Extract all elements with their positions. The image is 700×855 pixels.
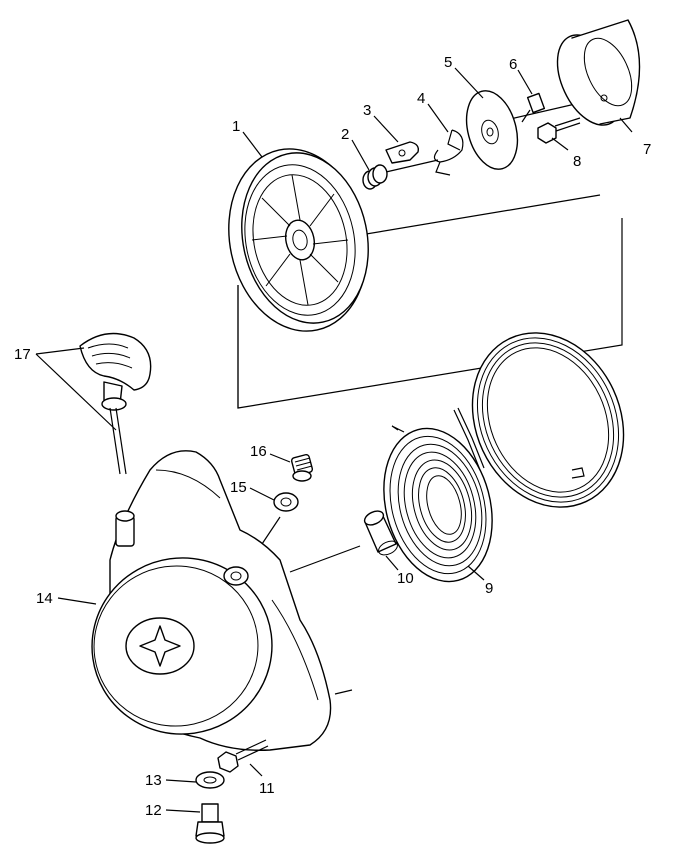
recoil-spring [383, 425, 493, 583]
friction-plate [465, 90, 519, 170]
plug [290, 453, 314, 482]
pawl [385, 141, 420, 164]
callout-9: 9 [485, 580, 493, 597]
housing-bolt [217, 739, 269, 773]
callout-6: 6 [509, 56, 517, 73]
drain-bolt [195, 803, 225, 844]
callout-1: 1 [232, 118, 240, 135]
bushing [363, 510, 398, 556]
callout-13: 13 [145, 772, 162, 789]
callout-7: 7 [643, 141, 651, 158]
starter-housing [91, 450, 332, 751]
small-bolt [521, 92, 546, 123]
callout-10: 10 [397, 570, 414, 587]
starter-handle [79, 332, 152, 475]
callout-5: 5 [444, 54, 452, 71]
callout-11: 11 [259, 780, 275, 797]
callout-16: 16 [250, 443, 267, 460]
washer [273, 492, 299, 512]
callout-15: 15 [230, 479, 247, 496]
callout-2: 2 [341, 126, 349, 143]
flange-bolt [537, 117, 581, 144]
callout-14: 14 [36, 590, 53, 607]
small-spring [362, 164, 388, 190]
callout-4: 4 [417, 90, 425, 107]
cover-cup [556, 19, 641, 126]
callout-12: 12 [145, 802, 162, 819]
callout-17: 17 [14, 346, 31, 363]
pulley [228, 148, 369, 332]
callout-8: 8 [573, 153, 581, 170]
callout-3: 3 [363, 102, 371, 119]
bottom-washer [195, 771, 225, 789]
clip [433, 129, 464, 176]
callout-labels: 1 2 3 4 5 6 7 8 9 10 11 12 13 14 15 16 1… [14, 54, 651, 819]
leader-lines [35, 67, 633, 813]
starter-rope [453, 332, 625, 508]
